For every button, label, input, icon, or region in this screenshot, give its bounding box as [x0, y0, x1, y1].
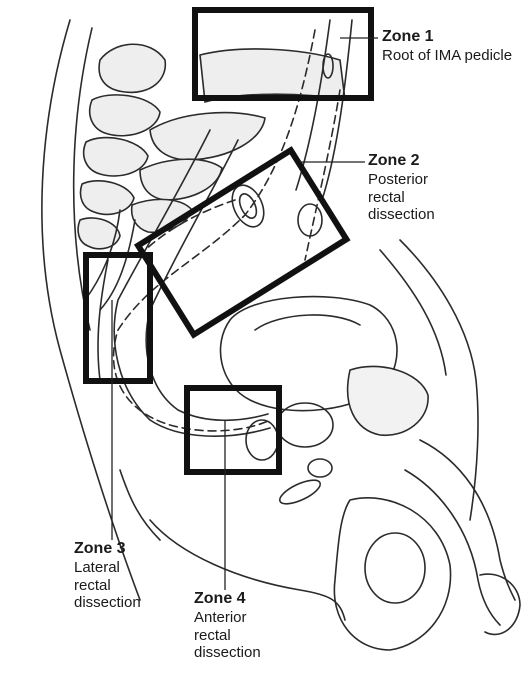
zone-4-desc-line-3: dissection — [194, 644, 261, 662]
urethral-bulb — [308, 459, 332, 477]
zone-4-label: Zone 4 Anterior rectal dissection — [194, 590, 261, 662]
zone-4-title: Zone 4 — [194, 590, 261, 609]
zone-3-title: Zone 3 — [74, 540, 141, 559]
zone-3-desc-line-2: rectal — [74, 577, 141, 595]
scrotum — [334, 498, 450, 650]
zone-2-desc-line-3: dissection — [368, 206, 435, 224]
zone-2-desc-line-1: Posterior — [368, 171, 435, 189]
zone-2-title: Zone 2 — [368, 152, 435, 171]
zone-1-title: Zone 1 — [382, 28, 512, 47]
bladder-inner — [255, 315, 360, 330]
testis — [365, 533, 425, 603]
zone-3-desc-line-3: dissection — [74, 594, 141, 612]
zone-4-desc-line-2: rectal — [194, 627, 261, 645]
zone-4-desc-line-1: Anterior — [194, 609, 261, 627]
pubic-symphysis — [348, 366, 428, 435]
anterior-abdominal-wall-inner — [380, 250, 446, 375]
posterior-body-contour — [74, 28, 92, 330]
prostate — [277, 403, 333, 447]
dissection-plane-posterior — [305, 90, 340, 260]
zone-2-desc-line-2: rectal — [368, 189, 435, 207]
zone-3-label: Zone 3 Lateral rectal dissection — [74, 540, 141, 612]
zone-2-label: Zone 2 Posterior rectal dissection — [368, 152, 435, 224]
anal-canal — [277, 475, 324, 508]
vessel-cross-section — [298, 204, 322, 236]
zone-3-desc-line-1: Lateral — [74, 559, 141, 577]
buttock-contour — [120, 470, 160, 540]
zone-1-desc: Root of IMA pedicle — [382, 47, 512, 65]
zone-1-label: Zone 1 Root of IMA pedicle — [382, 28, 512, 65]
